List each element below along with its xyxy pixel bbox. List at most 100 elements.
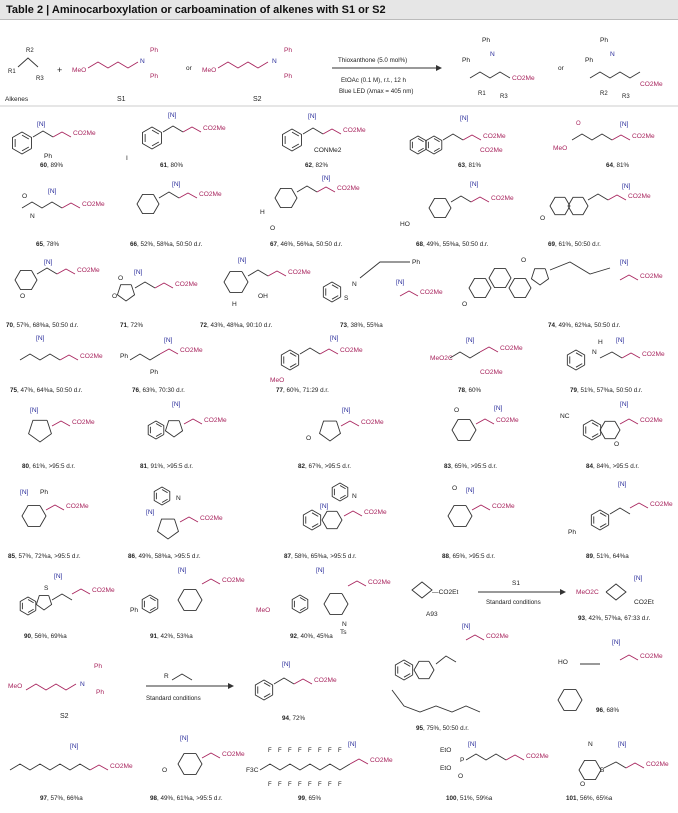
n-atom-label: N <box>176 495 181 502</box>
benzamide-ring-79 <box>566 349 586 371</box>
o-atom-label: O <box>112 293 117 300</box>
co2me-label: CO2Me <box>480 369 503 376</box>
n-group-label: [N] <box>320 503 329 510</box>
compound-number: 69 <box>548 241 556 248</box>
cyclohexene-67 <box>274 188 298 208</box>
n-atom-label: N <box>592 349 597 356</box>
co2me-label: CO2Me <box>288 269 311 276</box>
compound-number: 99 <box>298 795 306 802</box>
chain <box>347 580 367 587</box>
double-bond <box>151 129 160 135</box>
chain <box>267 270 287 277</box>
chain <box>625 762 645 769</box>
double-bond <box>27 608 34 613</box>
product-2-chain <box>589 71 641 79</box>
chain <box>619 654 639 661</box>
chain <box>201 752 221 759</box>
o-atom-label: O <box>614 441 619 448</box>
n-group-label: [N] <box>494 405 503 412</box>
alkyl-chain <box>9 763 91 771</box>
compound-number: 77 <box>276 387 284 394</box>
compound-64-label: 64, 81% <box>606 162 630 169</box>
chain <box>154 282 174 289</box>
meo2c-label: MeO2C <box>430 355 453 362</box>
compound-yield: , 61%, 50:50 d.r. <box>555 241 601 248</box>
compound-number: 70 <box>6 322 14 329</box>
o-atom-label: O <box>454 407 459 414</box>
chain <box>621 352 641 359</box>
double-bond <box>591 433 599 438</box>
n-group-label: [N] <box>462 623 471 630</box>
n-atom-label: N <box>140 58 145 65</box>
n-group-label: [N] <box>396 279 405 286</box>
compound-number: 68 <box>416 241 424 248</box>
compound-number: 63 <box>458 162 466 169</box>
co2me-label: CO2Me <box>496 417 519 424</box>
compound-number: 91 <box>150 633 158 640</box>
f-atom-label: F <box>308 748 312 754</box>
h-label: H <box>232 301 237 308</box>
n-group-label: [N] <box>460 115 469 122</box>
ph-label: Ph <box>40 489 48 496</box>
chain <box>89 764 109 771</box>
f-atom-label: F <box>308 782 312 788</box>
compound-72-label: 72, 43%, 48%a, 90:10 d.r. <box>200 322 273 329</box>
compound-number: 83 <box>444 463 452 470</box>
co2me-label: CO2Me <box>628 193 651 200</box>
oh-label: OH <box>258 293 268 300</box>
co2me-label: CO2Me <box>640 273 663 280</box>
f-atom-label: F <box>328 748 332 754</box>
ph-label: Ph <box>462 57 470 64</box>
double-bond <box>149 606 156 611</box>
n-group-label: [N] <box>36 335 45 342</box>
co2me-label: CO2Me <box>492 503 515 510</box>
double-bond <box>289 363 297 368</box>
compound-number: 81 <box>140 463 148 470</box>
chain <box>183 418 203 425</box>
chain <box>52 131 72 138</box>
double-bond <box>339 494 346 499</box>
compound-yield: , 63%, 70:30 d.r. <box>139 387 185 394</box>
n-group-label: [N] <box>168 112 177 119</box>
double-bond <box>291 143 300 149</box>
r1-label: R1 <box>8 69 16 75</box>
double-bond <box>21 146 30 152</box>
co2me-label: CO2Me <box>512 75 535 82</box>
meo-label: MeO <box>202 67 216 74</box>
compound-yield: , 49%, 61%a, >95:5 d.r. <box>157 795 223 802</box>
compound-number: 72 <box>200 322 208 329</box>
compound-67-label: 67, 46%, 56%a, 50:50 d.r. <box>270 241 343 248</box>
chain <box>293 678 313 685</box>
n-group-label: [N] <box>618 741 627 748</box>
chain <box>340 420 360 427</box>
indane-ring-a <box>147 420 165 440</box>
chain <box>61 202 81 209</box>
ph-label: Ph <box>568 529 576 536</box>
co2me-label: CO2Me <box>340 347 363 354</box>
condition-1: Thioxanthone (5.0 mol%) <box>338 57 407 64</box>
n-group-label: [N] <box>178 567 187 574</box>
compound-yield: , 60%, 71:29 d.r. <box>283 387 329 394</box>
cyclopentane-80 <box>28 419 52 443</box>
n-group-label: [N] <box>466 487 475 494</box>
eto-label: EtO <box>440 765 451 772</box>
double-bond <box>27 599 34 604</box>
ph-label: Ph <box>44 153 52 160</box>
compound-85-label: 85, 57%, 72%a, >95:5 d.r. <box>8 553 81 560</box>
meo2c-label: MeO2C <box>576 589 599 596</box>
table-title: Table 2 | Aminocarboxylation or carboami… <box>6 4 386 16</box>
compound-63-label: 63, 81% <box>458 162 482 169</box>
bond <box>129 353 161 361</box>
compound-number: 84 <box>586 463 594 470</box>
b-atom-label: B <box>600 767 605 774</box>
co2me-label: CO2Me <box>73 130 96 137</box>
condition-2: EtOAc (0.1 M), r.t., 12 h <box>341 77 407 84</box>
n-atom-label: N <box>588 741 593 748</box>
co2me-label: CO2Me <box>640 653 663 660</box>
o-atom-label: O <box>521 257 526 264</box>
co2me-label: CO2Me <box>180 347 203 354</box>
compound-79-label: 79, 51%, 57%a, 50:50 d.r. <box>570 387 643 394</box>
meo-label: MeO <box>8 683 22 690</box>
chain <box>619 274 639 281</box>
compound-yield: , 60% <box>465 387 482 394</box>
